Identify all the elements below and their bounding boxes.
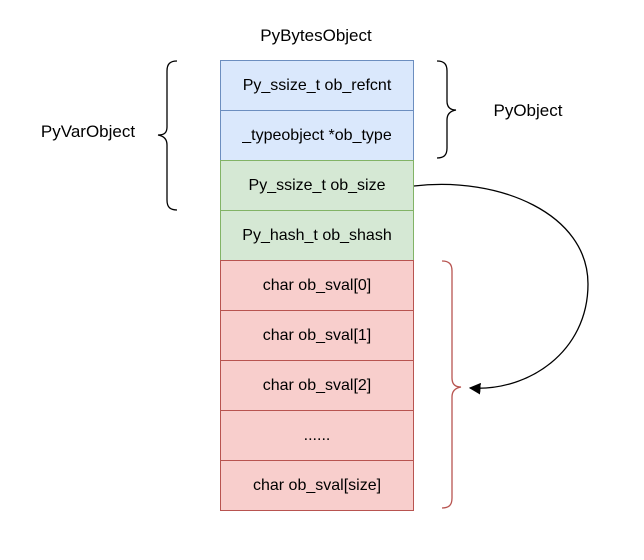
struct-field-row: ......	[220, 410, 414, 461]
struct-field-row: char ob_sval[2]	[220, 360, 414, 411]
struct-field-row: Py_ssize_t ob_refcnt	[220, 60, 414, 111]
struct-field-row: Py_hash_t ob_shash	[220, 210, 414, 261]
struct-field-column: Py_ssize_t ob_refcnt _typeobject *ob_typ…	[220, 60, 414, 511]
sval-array-brace-icon	[441, 260, 462, 509]
pyvarobject-label: PyVarObject	[40, 122, 136, 141]
struct-field-row: _typeobject *ob_type	[220, 110, 414, 161]
struct-field-row: Py_ssize_t ob_size	[220, 160, 414, 211]
pyvarobject-brace-icon	[157, 60, 178, 211]
diagram-title: PyBytesObject	[260, 26, 372, 45]
struct-field-row: char ob_sval[0]	[220, 260, 414, 311]
struct-field-row: char ob_sval[size]	[220, 460, 414, 511]
ob-size-to-sval-arrow	[413, 183, 589, 395]
pyobject-label: PyObject	[493, 101, 563, 120]
struct-field-row: char ob_sval[1]	[220, 310, 414, 361]
pyobject-brace-icon	[436, 60, 457, 159]
